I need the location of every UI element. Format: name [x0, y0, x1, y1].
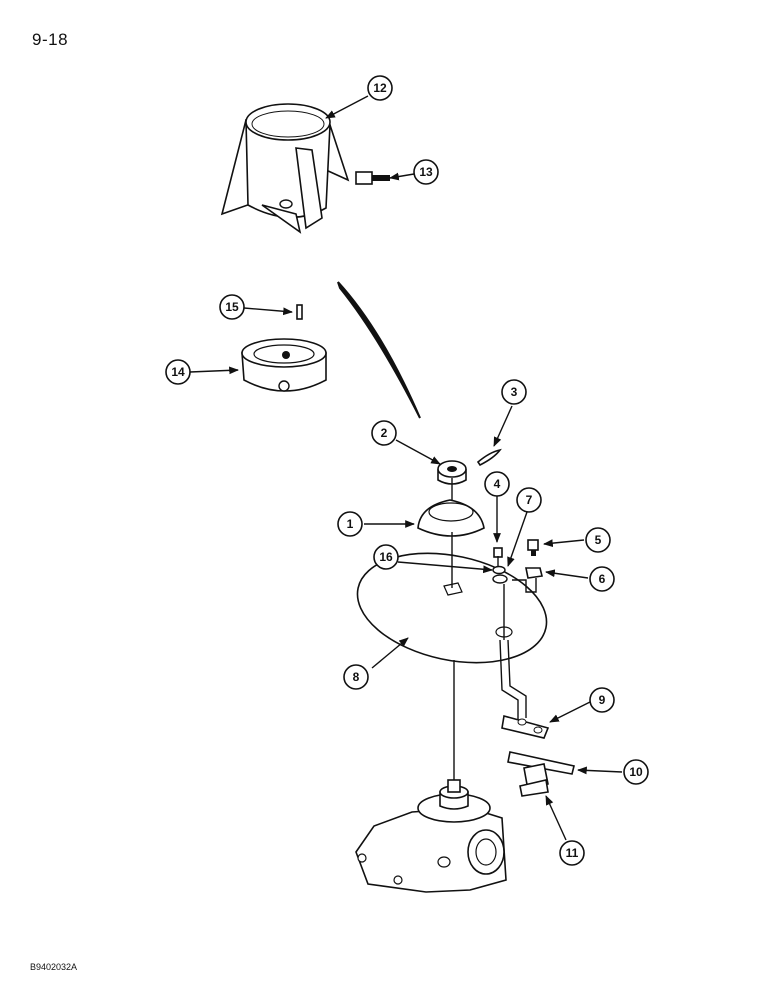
part-5-bolt	[527, 539, 539, 556]
part-9-bracket-arm	[499, 639, 550, 739]
assembly-lines	[451, 478, 537, 780]
callout-10: 10	[623, 759, 649, 785]
callout-2-label: 2	[381, 426, 388, 440]
callout-13: 13	[413, 159, 439, 185]
callout-15: 15	[219, 294, 245, 320]
callout-7-label: 7	[526, 493, 533, 507]
callout-5-label: 5	[595, 533, 602, 547]
part-12-guard-tube	[220, 103, 350, 234]
callout-6-label: 6	[599, 572, 606, 586]
callout-15-label: 15	[225, 300, 239, 314]
part-14-hub-collar	[241, 338, 327, 392]
callout-4: 4	[484, 471, 510, 497]
callout-1: 1	[337, 511, 363, 537]
callout-9-label: 9	[599, 693, 606, 707]
callout-2: 2	[371, 420, 397, 446]
part-16-lock-washer	[492, 565, 506, 575]
callout-5: 5	[585, 527, 611, 553]
callout-16: 16	[373, 544, 399, 570]
callout-13-label: 13	[419, 165, 433, 179]
callout-6: 6	[589, 566, 615, 592]
callout-8: 8	[343, 664, 369, 690]
part-6-nut	[525, 567, 543, 579]
part-7-washer	[492, 574, 508, 584]
callout-9: 9	[589, 687, 615, 713]
part-1-dome-cap	[417, 499, 485, 537]
part-15-pin	[296, 304, 303, 320]
callout-16-label: 16	[379, 550, 393, 564]
callout-11: 11	[559, 840, 585, 866]
callout-14: 14	[165, 359, 191, 385]
part-11-clip	[519, 763, 549, 797]
part-3-cotter-pin	[476, 448, 502, 467]
page-number: 9-18	[32, 30, 69, 49]
callout-3: 3	[501, 379, 527, 405]
part-10-flat-tab	[507, 751, 575, 775]
callout-4-label: 4	[494, 477, 501, 491]
part-4-bolt	[493, 547, 503, 558]
callout-12-label: 12	[373, 81, 387, 95]
figure-code: B9402032A	[30, 962, 78, 972]
callout-10-label: 10	[629, 765, 643, 779]
part-2-castle-nut	[437, 460, 467, 485]
callout-14-label: 14	[171, 365, 185, 379]
callout-3-label: 3	[511, 385, 518, 399]
callout-12: 12	[367, 75, 393, 101]
assembly-swoosh	[337, 281, 421, 419]
callout-1-label: 1	[347, 517, 354, 531]
gearbox-housing	[355, 779, 507, 893]
part-13-bolt	[355, 171, 390, 185]
leader-lines	[189, 95, 623, 841]
callout-8-label: 8	[353, 670, 360, 684]
callout-11-label: 11	[566, 846, 579, 860]
callout-7: 7	[516, 487, 542, 513]
